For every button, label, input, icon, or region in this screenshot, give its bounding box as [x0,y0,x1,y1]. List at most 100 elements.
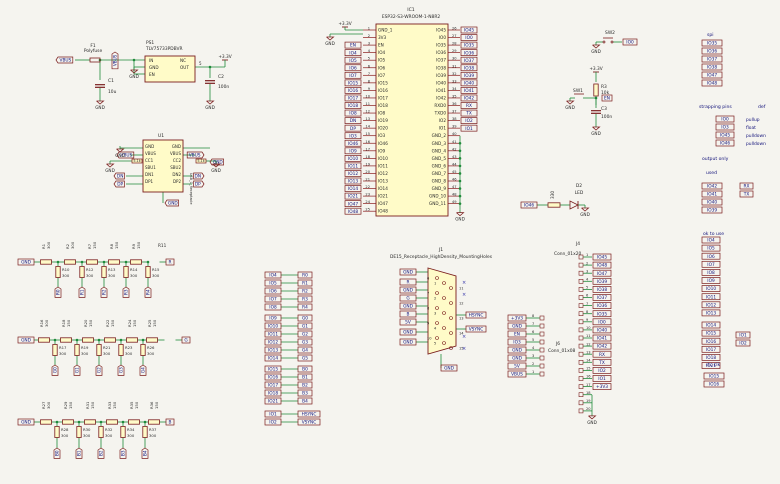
net-label-box [55,56,74,64]
dac-resistor-ref: R27 [41,401,46,409]
vga-net-label: GND [403,330,414,336]
vga-net-label: GND [403,304,414,310]
net-label-box [344,94,362,102]
mcu-net-label: DP [350,126,356,132]
dac-input-label: R2 [102,289,107,295]
note-net-label: IO35 [707,41,717,47]
dac-resistor-ref: R29 [63,401,68,409]
net-label-box [297,373,313,381]
dac-resistor-value: 300 [83,433,91,438]
regulator-pin: EN [149,72,155,77]
net-label-box [592,261,612,269]
dac-input-label: R1 [80,289,85,295]
header-pin [539,331,545,337]
regulator-pin: GND [149,65,159,70]
net-label-box [17,418,35,426]
dac-resistor-ref: R22 [105,319,110,327]
vga-pin-number: 7 [427,292,429,296]
mcu-net-label: IO17 [348,96,358,102]
switch-contact [602,40,606,44]
net-label-box [264,330,282,338]
mcu-net-label: IO9 [349,148,357,154]
mcu-pin-name: IO36 [436,50,446,55]
mcu-pin-name: IO35 [436,43,446,48]
mcu-net-label: IO6 [349,65,357,71]
usb-connector-body [142,139,184,193]
net-label-box [344,64,362,72]
dac-gnd-label: GND [21,260,32,266]
mcu-pin-name: IO7 [378,73,386,78]
net-label-box [592,253,612,261]
resistor-body [98,426,104,438]
fuse-body [89,57,101,63]
header-pin [578,278,584,284]
j6-net-label: +3V3 [511,316,523,322]
net-label-box [399,318,417,326]
mcu-net-label: DN [350,118,357,124]
pin-number: 5 [199,61,202,66]
net-label-box [701,362,721,369]
resistor-body [76,426,82,438]
resistor-body [54,426,60,438]
j6-net-label: GND [512,356,523,362]
mapping-target-label: R3 [302,297,308,303]
header-pin [578,359,584,365]
net-label-box [297,418,321,426]
net-label-box [701,269,721,276]
mcu-pin-name: GND_2 [432,133,447,138]
note-net-label: IO5 [707,246,715,252]
net-label-box [344,200,362,207]
ground-symbol [206,100,215,105]
j4-pin-number: 10 [586,326,591,330]
net-label-box [344,71,362,79]
mcu-pin-name: IO40 [436,80,446,85]
usb-pin: CC1 [145,158,154,163]
ground-label: GND [580,212,590,217]
mcu-pin-name: GND_9 [432,186,447,191]
note-net-label: IO47 [707,73,717,79]
dac-resistor-ref: R19 [81,345,89,350]
j4-pin-number: 20 [586,407,591,411]
j4-pin-number: 1 [586,253,588,257]
j4-pin-number: 15 [586,367,591,371]
dac-resistor-value: 300 [127,433,135,438]
vga-pin [449,286,453,290]
header-pin [578,262,584,268]
dac-resistor-value: 150 [112,401,117,409]
header-pin [539,315,545,321]
dac-resistor-ref: R31 [85,401,90,409]
vga-net-label: GND [403,340,414,346]
ground-symbol [456,212,465,217]
mcu-pin-name: IO20 [378,126,388,131]
mcu-pin-number: 33 [452,79,457,83]
net-label-box [95,364,103,376]
mcu-pin-number: 7 [368,72,370,76]
vga-pin [435,306,439,310]
net-label-box [592,277,612,285]
resistor-body [120,426,126,438]
mcu-net-label: IO11 [348,164,358,170]
vga-pin [442,311,446,315]
dac-gnd-label: GND [21,420,32,426]
mcu-pin-number: 35 [452,94,457,98]
j4-net-label: IO39 [597,279,607,285]
vga-value: DE15_Receptacle_HighDensity_MountingHole… [390,254,493,260]
reset-resistor-value: 10k [601,90,610,96]
reset-cap-value: 100n [601,114,612,120]
mcu-net-label: IO16 [348,88,358,94]
net-label-box [465,325,487,333]
mapping-target-label: R4 [302,305,308,311]
dac-resistor-ref: R28 [61,427,69,432]
junction-dot [458,187,462,190]
mcu-net-label: IO8 [349,111,357,117]
mapping-target-label: B3 [302,391,308,397]
vga-pin [449,301,453,305]
resistor-body [593,83,599,97]
net-label-box [465,311,487,319]
dac-resistor-ref: R36 [149,401,154,409]
vga-net-label: B [407,312,410,318]
note-net-label: IO41 [707,192,717,198]
usb-pin: GND [145,144,154,149]
resistor-body [60,337,72,343]
vbus-label: VBUS [60,58,72,64]
